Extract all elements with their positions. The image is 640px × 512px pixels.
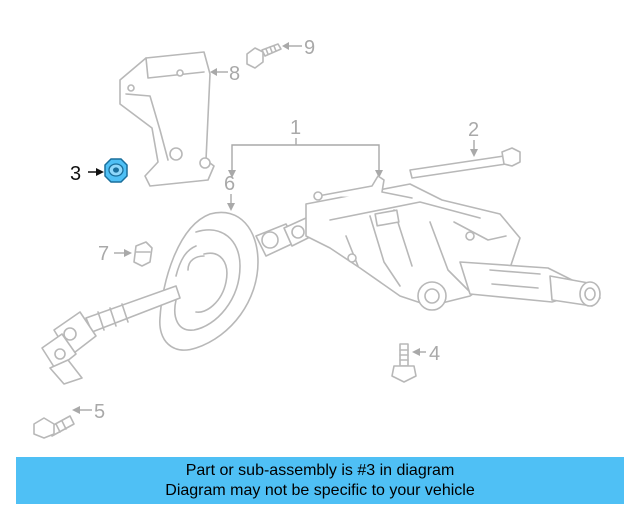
parts-diagram: 9 8 3 1 2 (33, 37, 601, 439)
part-5-bolt[interactable] (33, 415, 75, 439)
callout-7: 7 (98, 243, 132, 265)
callout-3: 3 (70, 163, 104, 185)
part-6-seal[interactable] (159, 211, 259, 351)
callout-4-label: 4 (429, 343, 440, 365)
part-2-bolt[interactable] (409, 147, 521, 179)
callout-6: 6 (224, 173, 235, 211)
callout-5: 5 (72, 401, 105, 423)
caption-line-2: Diagram may not be specific to your vehi… (165, 482, 475, 499)
callout-2-label: 2 (468, 119, 479, 141)
callout-1: 1 (228, 117, 383, 178)
callout-9-label: 9 (304, 37, 315, 59)
callout-1-label: 1 (290, 117, 301, 139)
callout-8: 8 (210, 63, 240, 85)
upper-ujoint[interactable] (255, 217, 313, 257)
callout-7-label: 7 (98, 243, 109, 265)
part-7-clip[interactable] (133, 241, 153, 267)
callout-4: 4 (412, 343, 440, 365)
part-4-bolt[interactable] (391, 343, 417, 383)
callout-5-label: 5 (94, 401, 105, 423)
part-1-steering-column[interactable] (305, 175, 601, 311)
callout-3-label: 3 (70, 163, 81, 185)
part-9-bolt[interactable] (246, 43, 282, 69)
intermediate-shaft[interactable] (41, 285, 181, 385)
callout-8-label: 8 (229, 63, 240, 85)
part-8-bracket[interactable] (119, 51, 215, 187)
callout-9: 9 (282, 37, 315, 59)
callout-6-label: 6 (224, 173, 235, 195)
callout-2: 2 (468, 119, 479, 157)
caption-banner: Part or sub-assembly is #3 in diagram Di… (16, 457, 624, 504)
part-3-nut[interactable] (104, 158, 128, 183)
caption-line-1: Part or sub-assembly is #3 in diagram (185, 462, 455, 479)
